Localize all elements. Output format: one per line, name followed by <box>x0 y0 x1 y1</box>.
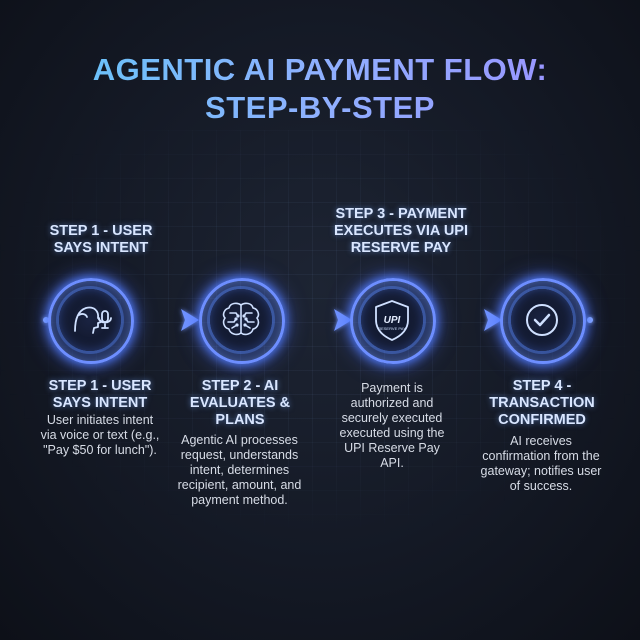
step1-node-ring <box>48 278 134 364</box>
upi-shield-icon: UPI RESERVE PAY <box>375 300 409 341</box>
step3-description: Payment is authorized and securely execu… <box>332 381 452 471</box>
node-dot <box>43 317 49 323</box>
node-dot <box>587 317 593 323</box>
arrow-head-3 <box>484 309 502 331</box>
step3-node: UPI RESERVE PAY <box>350 278 436 364</box>
check-circle-icon <box>526 304 558 336</box>
step4-title-line3: CONFIRMED <box>498 412 586 428</box>
step3-desc-line3: securely executed <box>341 411 443 425</box>
page-title-line2: STEP-BY-STEP <box>0 90 640 126</box>
top-label-step3-line1: STEP 3 - PAYMENT <box>335 206 467 222</box>
step4-desc-line4: of success. <box>509 479 573 493</box>
step4-node <box>500 278 586 364</box>
upi-badge-text: UPI <box>384 315 401 326</box>
step2-node-ring <box>199 278 285 364</box>
step2-node <box>199 278 285 364</box>
step2-desc-line4: recipient, amount, and <box>177 478 302 492</box>
step2-desc-line1: Agentic AI processes <box>181 433 298 447</box>
step4-title: STEP 4 - TRANSACTION CONFIRMED <box>487 378 597 429</box>
brain-circuit-icon <box>222 302 260 336</box>
step2-title-line1: STEP 2 - AI <box>201 378 279 394</box>
upi-badge-subtext: RESERVE PAY <box>378 326 406 331</box>
step4-desc-line1: AI receives <box>510 434 572 448</box>
step3-desc-line4: executed using the <box>339 426 445 440</box>
step3-desc-line2: authorized and <box>350 396 434 410</box>
step1-desc-line1: User initiates intent <box>46 413 154 427</box>
step1-desc-line3: "Pay $50 for lunch"). <box>43 443 157 457</box>
step2-title-line3: PLANS <box>215 412 265 428</box>
step2-desc-line3: intent, determines <box>189 463 290 477</box>
step2-desc-line5: payment method. <box>191 493 288 507</box>
step4-node-ring <box>500 278 586 364</box>
step2-desc-line2: request, understands <box>180 448 299 462</box>
step2-description: Agentic AI processes request, understand… <box>172 433 307 508</box>
step4-title-line2: TRANSACTION <box>489 395 595 411</box>
top-label-step1-line1: STEP 1 - USER <box>49 223 153 239</box>
top-label-step3: STEP 3 - PAYMENT EXECUTES VIA UPI RESERV… <box>316 206 486 257</box>
arrow-head-1 <box>181 309 199 331</box>
step4-description: AI receives confirmation from the gatewa… <box>476 434 606 494</box>
step1-description: User initiates intent via voice or text … <box>30 413 170 458</box>
step1-title: STEP 1 - USER SAYS INTENT <box>35 378 165 412</box>
step3-desc-line1: Payment is <box>361 381 423 395</box>
step4-desc-line3: gateway; notifies user <box>480 464 602 478</box>
voice-user-icon <box>74 306 112 334</box>
step2-title-line2: EVALUATES & <box>189 395 291 411</box>
step3-node-ring <box>350 278 436 364</box>
step3-desc-line6: API. <box>380 456 404 470</box>
step1-title-line2: SAYS INTENT <box>52 395 148 411</box>
arrow-head-2 <box>334 309 352 331</box>
top-label-step3-line3: RESERVE PAY <box>350 240 452 256</box>
top-label-step1: STEP 1 - USER SAYS INTENT <box>36 223 166 257</box>
top-label-step3-line2: EXECUTES VIA UPI <box>333 223 469 239</box>
top-label-step1-line2: SAYS INTENT <box>53 240 149 256</box>
step1-node <box>48 278 134 364</box>
step1-title-line1: STEP 1 - USER <box>48 378 152 394</box>
step4-title-line1: STEP 4 - <box>512 378 572 394</box>
step2-title: STEP 2 - AI EVALUATES & PLANS <box>180 378 300 429</box>
page-title-line1: AGENTIC AI PAYMENT FLOW: <box>0 52 640 88</box>
step1-desc-line2: via voice or text (e.g., <box>40 428 160 442</box>
step3-desc-line5: UPI Reserve Pay <box>344 441 440 455</box>
step4-desc-line2: confirmation from the <box>482 449 600 463</box>
